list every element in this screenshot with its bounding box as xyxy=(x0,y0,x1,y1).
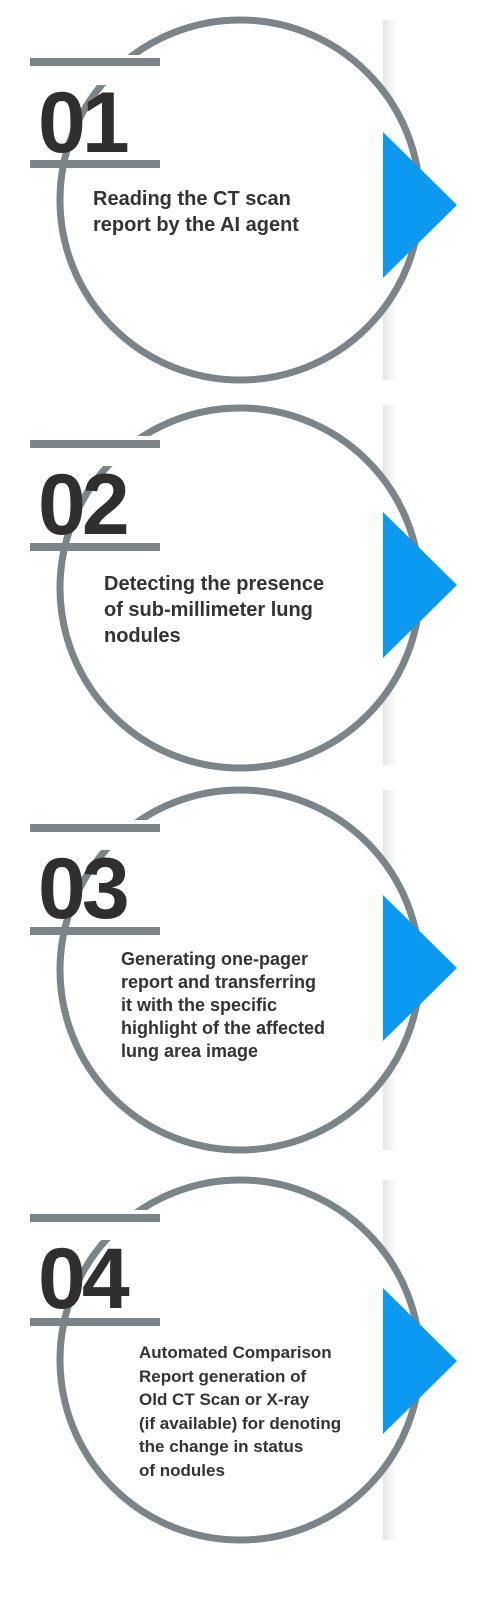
step-4: 04 xyxy=(0,1224,500,1624)
step-3: 03 xyxy=(0,834,500,1234)
step-4-arrow xyxy=(383,1288,457,1434)
step-3-graphics xyxy=(30,786,457,1154)
step-2-top-bar xyxy=(30,440,160,448)
step-1-bottom-bar xyxy=(30,160,160,168)
step-1: 01 xyxy=(0,68,500,468)
step-1-graphics xyxy=(30,16,457,384)
step-3-line-3: it with the specific xyxy=(121,995,278,1015)
step-4-line-4: (if available) for denoting xyxy=(139,1413,342,1433)
step-1-top-bar xyxy=(30,58,160,66)
step-2-bottom-bar xyxy=(30,543,160,551)
step-4-description: Automated Comparison Report generation o… xyxy=(139,1341,341,1482)
step-2-graphics xyxy=(30,404,457,772)
step-4-line-6: of nodules xyxy=(139,1460,225,1480)
step-4-bottom-bar xyxy=(30,1318,160,1326)
step-4-line-3: Old CT Scan or X-ray xyxy=(139,1390,310,1409)
step-2-description: Detecting the presence of sub-millimeter… xyxy=(104,571,324,649)
step-4-top-bar xyxy=(30,1214,160,1222)
step-number: 01 xyxy=(38,75,130,171)
step-number: 03 xyxy=(38,841,130,937)
step-3-line-1: Generating one-pager xyxy=(121,949,309,969)
step-3-description: Generating one-pager report and transfer… xyxy=(121,948,325,1063)
step-1-description: Reading the CT scan report by the AI age… xyxy=(93,186,299,238)
step-4-line-5: the change in status xyxy=(139,1437,304,1456)
step-2: 02 xyxy=(0,450,500,850)
step-1-line-1: Reading the CT scan xyxy=(93,188,291,210)
step-3-arrow xyxy=(383,895,457,1041)
step-number: 02 xyxy=(38,457,130,553)
step-3-line-5: lung area image xyxy=(121,1041,259,1061)
step-4-line-2: Report generation of xyxy=(139,1366,307,1386)
step-number: 04 xyxy=(38,1231,130,1327)
step-2-line-1: Detecting the presence xyxy=(104,573,325,595)
step-3-line-2: report and transferring xyxy=(121,972,317,992)
step-3-line-4: highlight of the affected xyxy=(121,1018,325,1038)
step-1-line-2: report by the AI agent xyxy=(93,214,299,236)
step-2-arrow xyxy=(383,512,457,658)
step-3-bottom-bar xyxy=(30,927,160,935)
step-4-graphics xyxy=(30,1176,457,1544)
step-3-top-bar xyxy=(30,824,160,832)
step-4-line-1: Automated Comparison xyxy=(139,1343,332,1362)
step-1-arrow xyxy=(383,132,457,278)
step-2-line-2: of sub-millimeter lung xyxy=(104,599,313,621)
step-2-line-3: nodules xyxy=(104,625,181,647)
